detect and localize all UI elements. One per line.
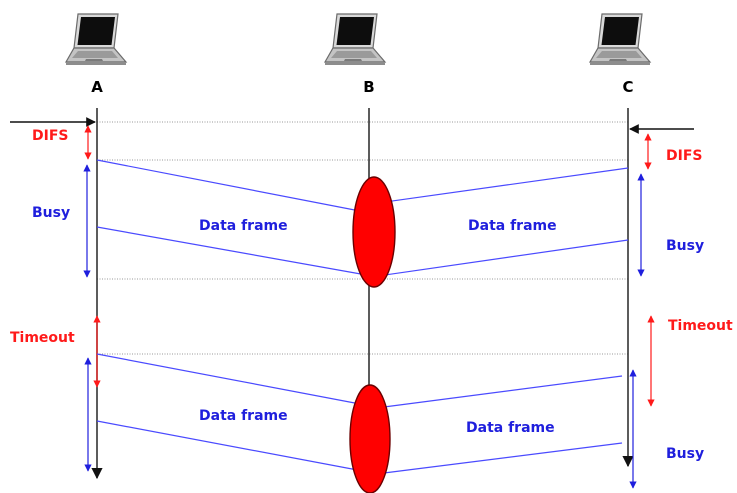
data-frame-label-c-2: Data frame (466, 420, 555, 436)
busy-label-a: Busy (32, 205, 70, 221)
data-frame-label-a-1: Data frame (199, 218, 288, 234)
timeout-label-c: Timeout (668, 318, 733, 334)
frame-line-a-end-1 (96, 226, 373, 277)
data-frame-label-a-2: Data frame (199, 408, 288, 424)
laptop-icon-c (589, 13, 651, 66)
frame-line-c-end-1 (377, 239, 629, 277)
frame-line-c-start-1 (377, 167, 629, 204)
node-label-c: C (622, 78, 633, 96)
data-frame-label-c-1: Data frame (468, 218, 557, 234)
frame-line-c-start-2 (383, 375, 623, 408)
frame-line-a-start-1 (96, 159, 366, 213)
collision-ellipse-2 (349, 384, 391, 493)
laptop-icon-b (324, 13, 386, 66)
node-label-b: B (363, 78, 374, 96)
node-label-a: A (91, 78, 103, 96)
frame-line-a-end-2 (96, 420, 369, 473)
difs-label-c: DIFS (666, 148, 702, 164)
collision-ellipse-1 (352, 176, 396, 288)
difs-label-a: DIFS (32, 128, 68, 144)
timeout-label-a: Timeout (10, 330, 75, 346)
frame-line-a-start-2 (96, 353, 361, 405)
busy-label-c-2: Busy (666, 446, 704, 462)
busy-label-c: Busy (666, 238, 704, 254)
laptop-icon-a (65, 13, 127, 66)
frame-line-c-end-2 (383, 442, 623, 474)
